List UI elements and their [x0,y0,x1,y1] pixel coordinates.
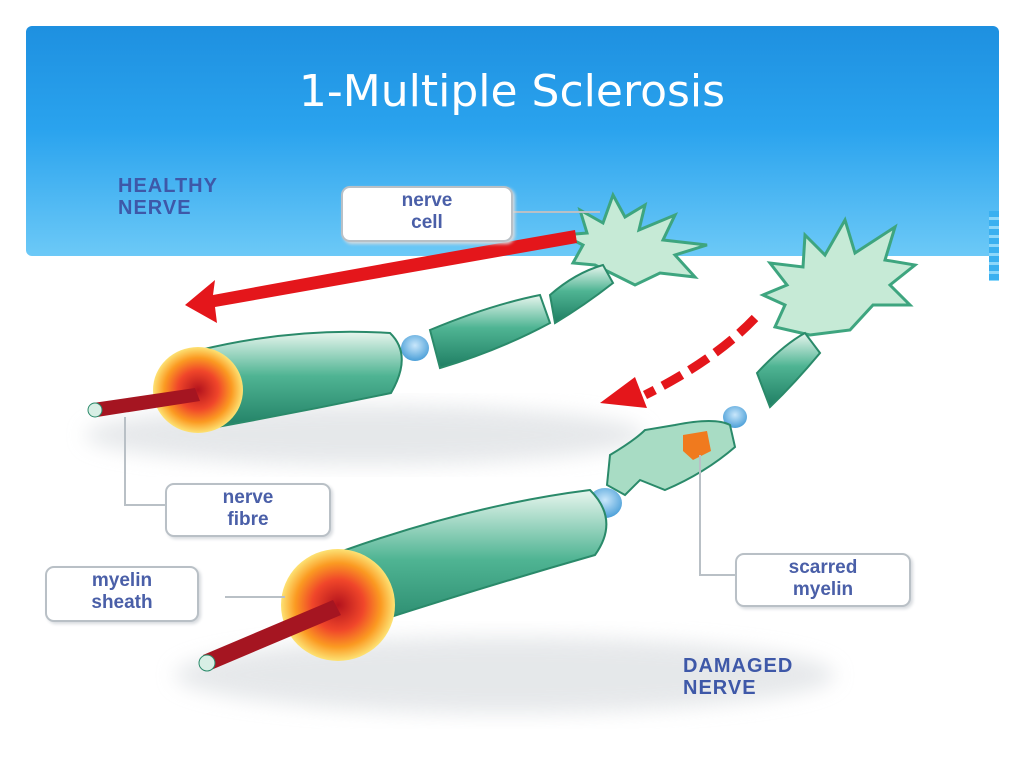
damaged-axon-end [198,654,216,672]
healthy-axon-segment-mid [428,293,552,370]
healthy-caption-line-2: NERVE [118,197,192,219]
nerve-cell-label-line-1: nerve [401,190,453,211]
healthy-impulse-arrow [185,230,577,323]
myelin-sheath-label-line-1: myelin [91,570,153,591]
healthy-axon-end [87,402,103,418]
slide-title: 1-Multiple Sclerosis [298,66,726,117]
scarred-myelin-label-line-2: myelin [792,579,854,600]
healthy-myelin-sheath [199,330,403,432]
nerve-fibre-label-line-1: nerve [222,487,274,508]
ms-nerve-diagram: HEALTHY NERVE DAMAGED NERVE nerve cell n… [35,155,990,768]
healthy-nerve-caption: HEALTHY NERVE [118,175,218,219]
scarred-myelin-patch [683,431,711,460]
damaged-sheath-cross-section [281,549,395,661]
damaged-caption-line-2: NERVE [683,677,757,699]
nerve-fibre-connector [124,417,170,506]
scarred-myelin-connector [699,455,735,576]
damaged-impulse-arrowhead [600,377,647,408]
damaged-nerve [198,216,919,672]
nerve-cell-label: nerve cell [341,186,513,242]
healthy-axon-core [93,388,200,417]
damaged-node-upper [723,406,747,428]
damaged-axon-core [203,600,341,670]
nerve-illustration [85,191,919,713]
healthy-nerve [87,191,708,433]
scarred-myelin-label-line-1: scarred [788,557,858,578]
nerve-cell-label-line-2: cell [411,212,443,233]
damaged-nerve-cell [759,216,919,337]
title-bar-stripe [989,211,999,281]
nerve-fibre-label: nerve fibre [165,483,331,537]
damaged-caption-line-1: DAMAGED [683,655,794,677]
healthy-caption-line-1: HEALTHY [118,175,218,197]
scarred-myelin-label: scarred myelin [735,553,911,607]
healthy-sheath-cross-section [153,347,243,433]
healthy-axon-segment-small [548,263,615,325]
healthy-node-of-ranvier [401,335,429,361]
myelin-sheath-label-line-2: sheath [91,592,153,613]
damaged-nerve-caption: DAMAGED NERVE [683,655,793,699]
damaged-impulse-arrow [642,314,759,400]
damaged-axon-segment-small [755,331,822,409]
myelin-sheath-label: myelin sheath [45,566,199,622]
nerve-fibre-label-line-2: fibre [227,509,269,530]
